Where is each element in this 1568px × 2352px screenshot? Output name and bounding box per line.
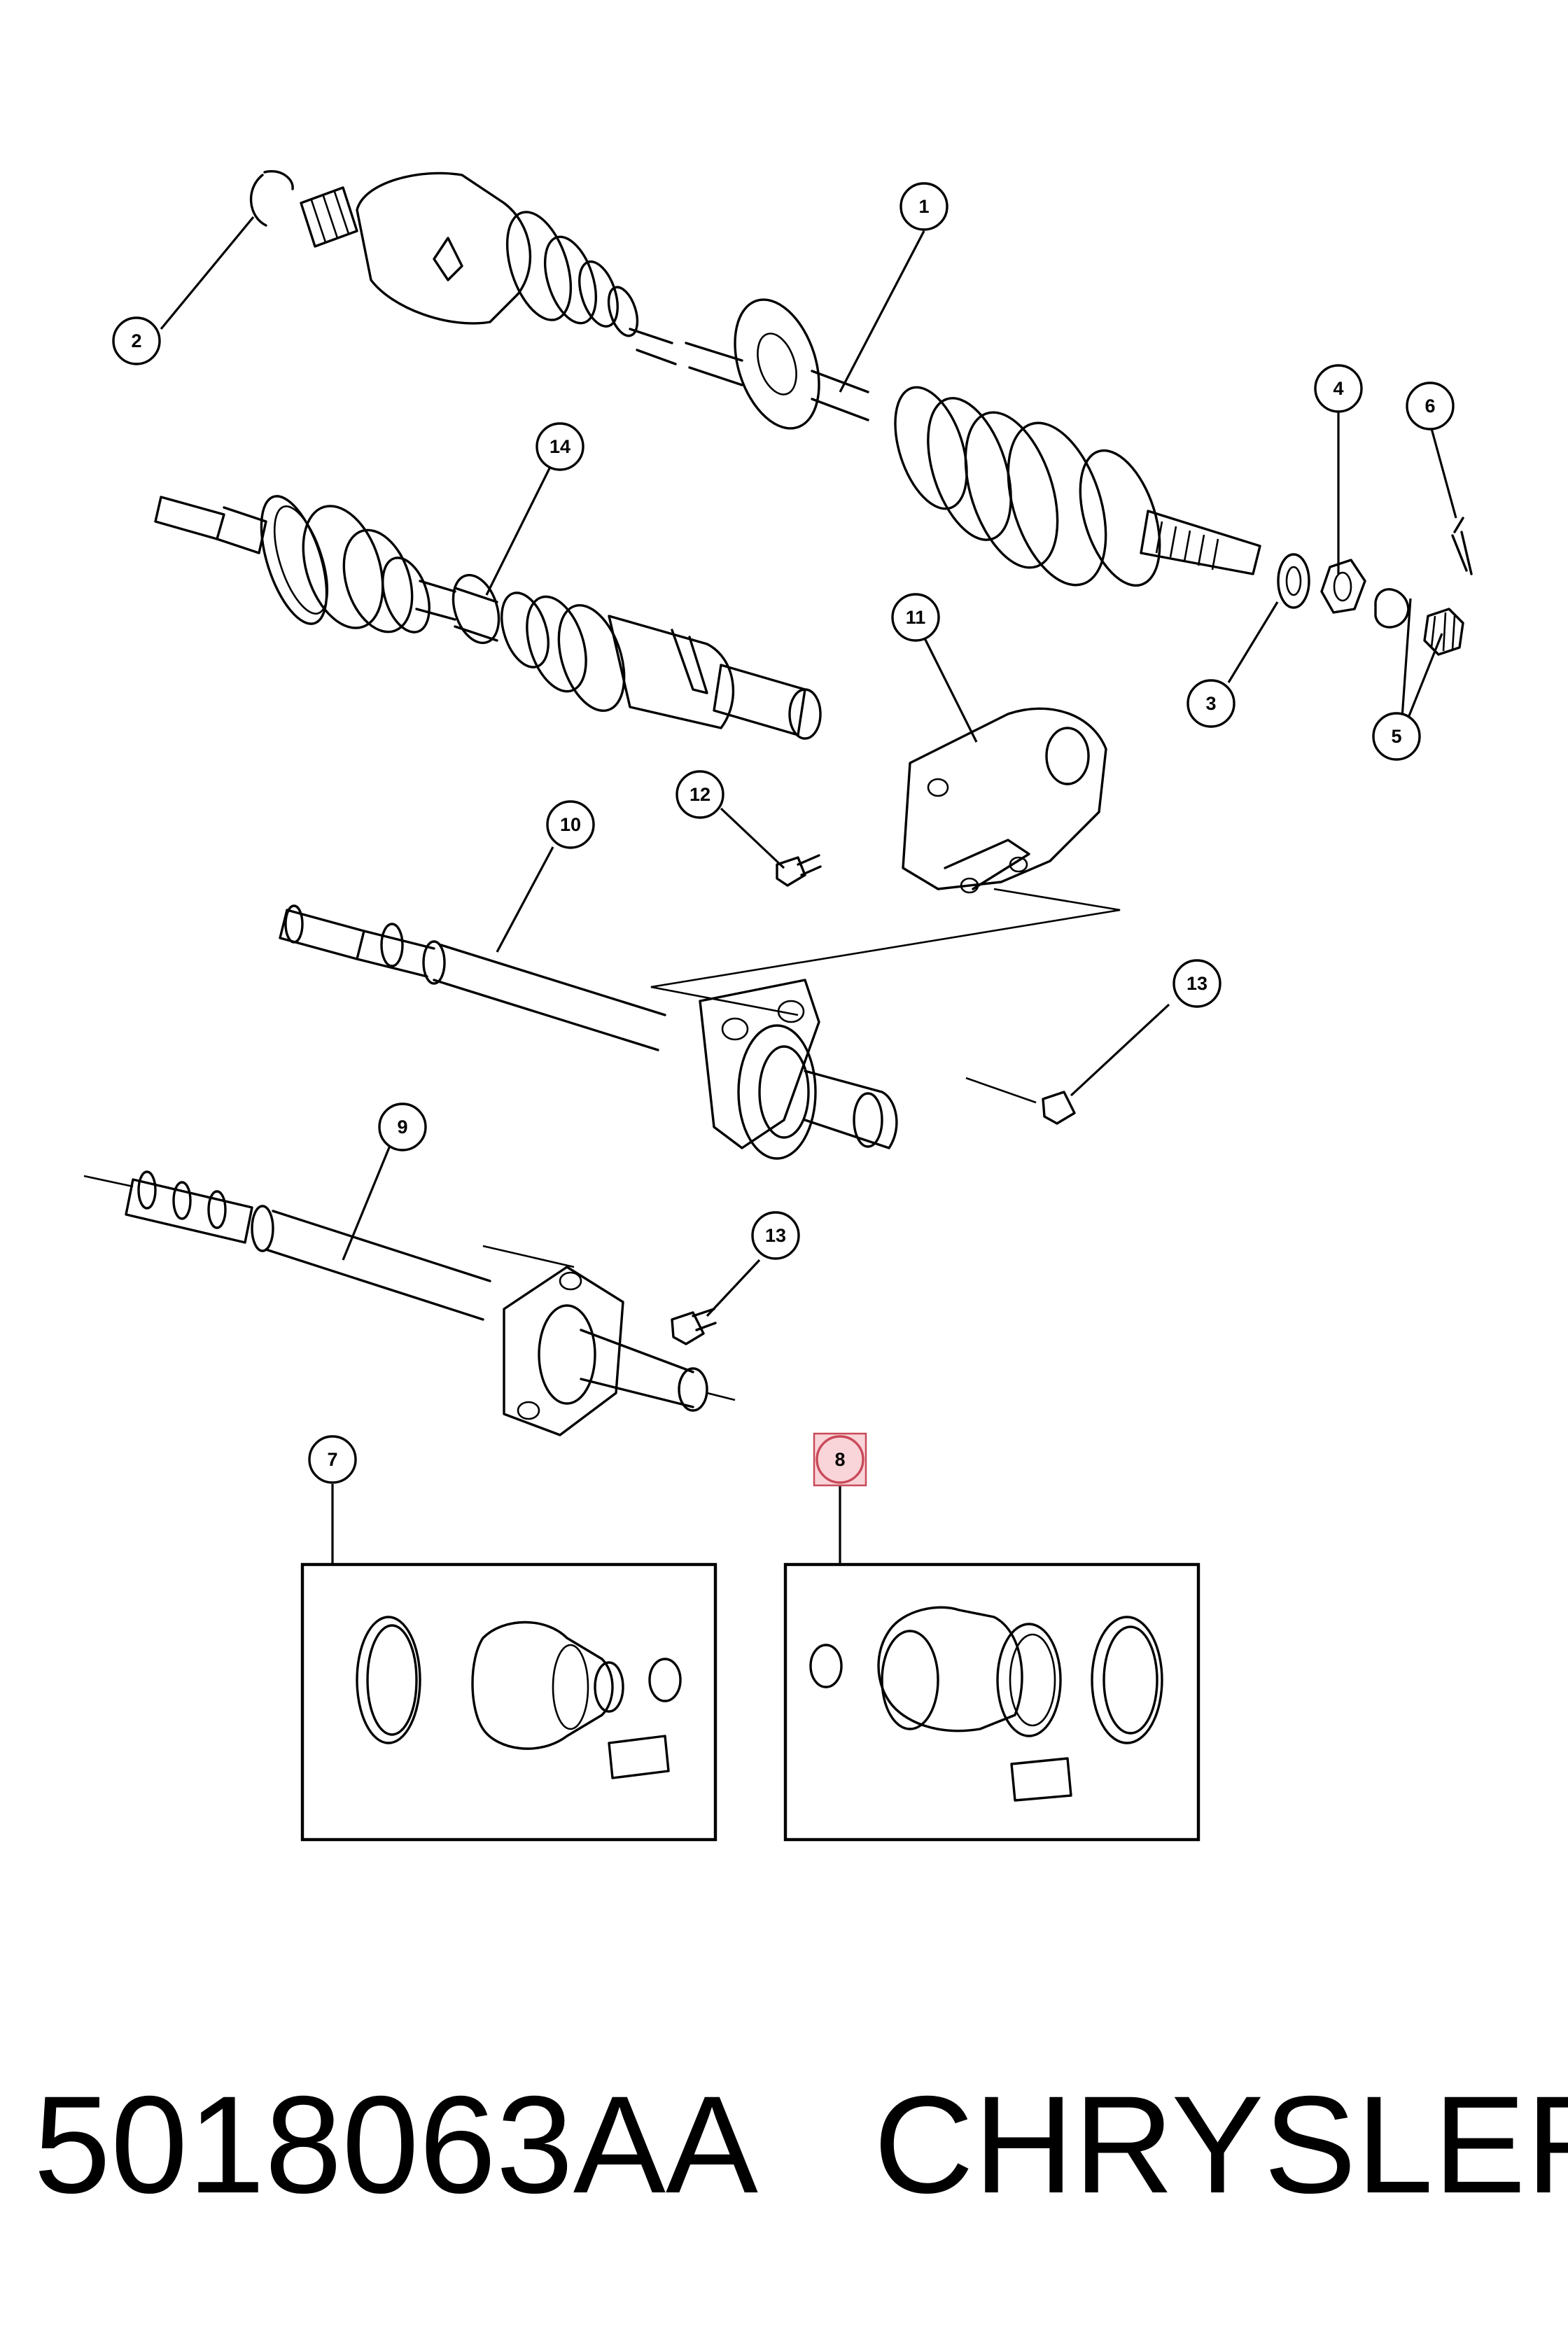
callout-circle — [891, 593, 940, 642]
callout-14: 14 — [536, 422, 584, 471]
callout-circle — [676, 770, 724, 819]
callout-8: 8 — [813, 1432, 867, 1487]
callout-circle — [751, 1211, 800, 1260]
part-number-caption: 5018063AA — [34, 2067, 758, 2222]
callout-number: 4 — [1333, 378, 1343, 399]
callout-circle — [536, 422, 584, 471]
callout-12: 12 — [676, 770, 724, 819]
intermediate-shaft — [279, 904, 898, 1160]
callout-number: 9 — [397, 1116, 407, 1138]
callout-5: 5 — [1372, 712, 1421, 761]
callout-number: 6 — [1424, 396, 1435, 416]
callout-number: 3 — [1205, 693, 1216, 714]
callout-1: 1 — [899, 182, 948, 231]
leader-lines — [160, 216, 1457, 1564]
callout-2: 2 — [112, 316, 161, 365]
nut-lock — [1374, 588, 1464, 656]
callout-circle — [112, 316, 161, 365]
bracket-bolt — [776, 854, 822, 887]
axle-shaft-lower — [154, 495, 822, 740]
callout-circle — [378, 1102, 427, 1152]
flange-bolt-lower — [671, 1308, 717, 1345]
callout-6: 6 — [1406, 382, 1455, 430]
callout-number: 12 — [690, 784, 710, 805]
brand-caption: CHRYSLER — [874, 2067, 1568, 2222]
washer — [1277, 553, 1310, 609]
snap-ring — [249, 169, 294, 227]
callout-number: 8 — [834, 1449, 845, 1470]
callout-number: 13 — [765, 1225, 786, 1246]
callout-11: 11 — [891, 593, 940, 642]
callout-number: 11 — [906, 607, 926, 628]
bearing-bracket — [650, 707, 1121, 1016]
callout-13: 13 — [751, 1211, 800, 1260]
callout-number: 1 — [918, 196, 929, 217]
callout-4: 4 — [1314, 364, 1363, 413]
axle-shaft-upper — [300, 172, 1261, 587]
callout-circle — [1186, 679, 1236, 728]
callout-number: 14 — [550, 436, 570, 457]
intermediate-shaft-lower — [83, 1170, 736, 1436]
callout-circle — [1314, 364, 1363, 413]
flange-bolt-upper — [965, 1077, 1076, 1125]
cotter-pin — [1451, 517, 1473, 575]
callout-circle — [816, 1435, 864, 1484]
callout-number: 7 — [327, 1449, 337, 1470]
kit-box-8 — [783, 1562, 1200, 1842]
callout-circle — [546, 800, 595, 849]
callout-10: 10 — [546, 800, 595, 849]
kit-box-7 — [300, 1562, 718, 1842]
callout-7: 7 — [308, 1435, 357, 1484]
callout-circle — [1406, 382, 1455, 430]
callout-circle — [1172, 959, 1222, 1008]
hub-nut — [1320, 559, 1366, 614]
callout-circle — [1372, 712, 1421, 761]
callout-3: 3 — [1186, 679, 1236, 728]
callout-number: 5 — [1391, 726, 1401, 747]
callout-circle — [308, 1435, 357, 1484]
callout-circle — [899, 182, 948, 231]
callout-number: 2 — [131, 330, 141, 351]
callout-13: 13 — [1172, 959, 1222, 1008]
callout-number: 10 — [560, 814, 581, 835]
callout-number: 13 — [1186, 973, 1208, 994]
callout-9: 9 — [378, 1102, 427, 1152]
